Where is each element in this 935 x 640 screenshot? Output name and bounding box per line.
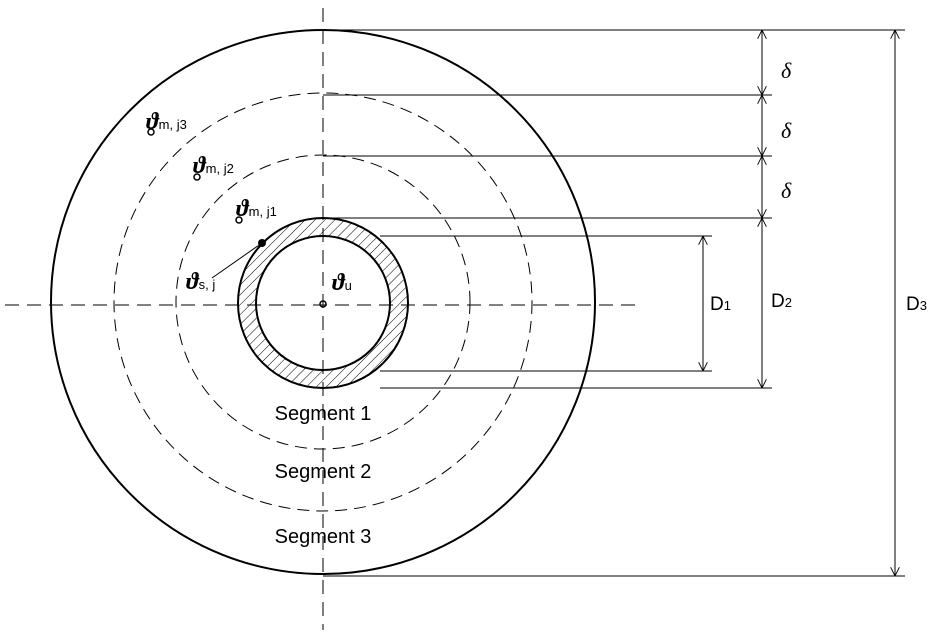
segment-boundary-2 [175,154,471,450]
segment-1-label: Segment 1 [275,403,372,425]
pipe-inner-circle-d1 [255,235,391,371]
center-point [319,300,327,308]
segment-3-label: Segment 3 [275,526,372,548]
label-m-j2: ϑm, j2 [193,153,234,179]
point-m-j2 [193,173,201,181]
segment-boundary-3 [113,92,533,512]
point-m-j3 [147,128,155,136]
label-m-j1: ϑm, j1 [236,196,277,222]
segment-2-label: Segment 2 [275,461,372,483]
delta-label-2: δ [781,118,792,143]
d3-label: D3 [906,294,927,315]
delta-label-1: δ [781,58,792,83]
label-m-j3: ϑm, j3 [146,109,187,135]
label-s-j: ϑs, j [186,269,215,295]
delta-label-3: δ [781,178,792,203]
point-m-j1 [235,216,243,224]
d1-label: D1 [710,294,731,315]
leader-s-j [211,242,263,279]
label-u: ϑu [332,270,352,296]
point-s-j [258,239,266,247]
d2-label: D2 [771,291,792,312]
